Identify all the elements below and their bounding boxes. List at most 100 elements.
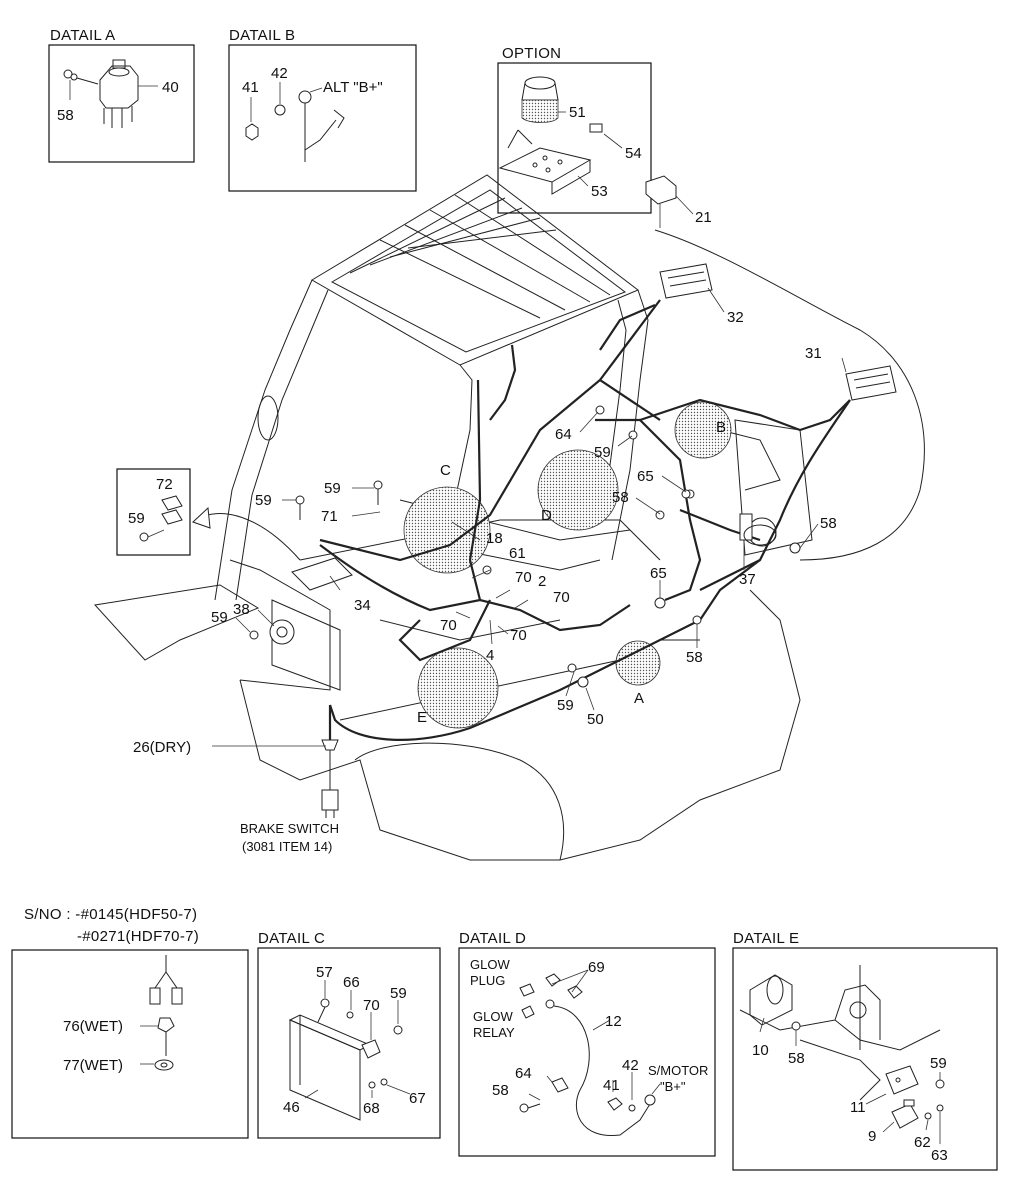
label-59-horn: 59: [211, 609, 228, 626]
label-68: 68: [363, 1100, 380, 1117]
detail-b-terminal-drawing: [245, 90, 345, 162]
label-65-upper: 65: [637, 468, 654, 485]
label-18: 18: [486, 530, 503, 547]
label-26-dry: 26(DRY): [133, 739, 191, 756]
callout-letter-a: A: [634, 690, 644, 707]
label-70: 70: [363, 997, 380, 1014]
label-9: 9: [868, 1128, 876, 1145]
label-glow-relay-line1: GLOW: [473, 1009, 513, 1024]
label-38: 38: [233, 601, 250, 618]
label-70-mid: 70: [510, 627, 527, 644]
detail-e-title: DATAIL E: [733, 930, 799, 947]
label-42: 42: [271, 65, 288, 82]
label-brake-switch-ref: (3081 ITEM 14): [242, 839, 332, 854]
callout-letter-c: C: [440, 462, 451, 479]
detail-e-panel: DATAIL E 10 58 59 11 9 62 63: [732, 930, 998, 1171]
label-53: 53: [591, 183, 608, 200]
detail-a-relay-drawing: [63, 59, 139, 128]
detail-c-title: DATAIL C: [258, 930, 325, 947]
label-glow-plug-line1: GLOW: [470, 957, 510, 972]
label-58-right: 58: [820, 515, 837, 532]
main-part-labels: 21 32 31 64 59 65 58 58 37 65 58 59 50 4…: [133, 209, 837, 854]
label-65-lower: 65: [650, 565, 667, 582]
main-leader-lines: [212, 195, 847, 747]
label-40: 40: [162, 79, 179, 96]
label-12: 12: [605, 1013, 622, 1030]
label-69: 69: [588, 959, 605, 976]
label-21: 21: [695, 209, 712, 226]
label-2: 2: [538, 573, 546, 590]
label-brake-switch: BRAKE SWITCH: [240, 821, 339, 836]
label-59-lower: 59: [557, 697, 574, 714]
label-54: 54: [625, 145, 642, 162]
label-41: 41: [242, 79, 259, 96]
label-41: 41: [603, 1077, 620, 1094]
label-51: 51: [569, 104, 586, 121]
label-46: 46: [283, 1099, 300, 1116]
detail-b-title: DATAIL B: [229, 27, 295, 44]
label-42: 42: [622, 1057, 639, 1074]
option-title: OPTION: [502, 45, 561, 62]
detail-d-panel: DATAIL D GLOW PLUG GLOW RELAY 69 12 58 6…: [458, 930, 716, 1157]
callout-letter-e: E: [417, 709, 427, 726]
label-alt-b-plus: ALT "B+": [323, 79, 383, 96]
option-panel: OPTION 51 54 53: [497, 45, 652, 214]
detail-d-title: DATAIL D: [459, 930, 526, 947]
label-58: 58: [57, 107, 74, 124]
label-59: 59: [390, 985, 407, 1002]
bracket-inset: 72 59: [116, 468, 301, 561]
callout-circle-b: [674, 401, 732, 459]
callout-letter-d: D: [541, 507, 552, 524]
inset-label-59: 59: [128, 510, 145, 527]
label-64: 64: [515, 1065, 532, 1082]
label-s-motor: S/MOTOR: [648, 1063, 708, 1078]
label-58: 58: [788, 1050, 805, 1067]
label-70-left: 70: [440, 617, 457, 634]
label-59-mid: 59: [594, 444, 611, 461]
label-64: 64: [555, 426, 572, 443]
serial-note-line1: S/NO : -#0145(HDF50-7): [24, 906, 197, 923]
label-66: 66: [343, 974, 360, 991]
label-59-top: 59: [324, 480, 341, 497]
label-31: 31: [805, 345, 822, 362]
option-beacon-drawing: [498, 76, 603, 195]
detail-callout-circles: [403, 401, 732, 729]
label-50: 50: [587, 711, 604, 728]
label-59-left: 59: [255, 492, 272, 509]
label-58-mid: 58: [612, 489, 629, 506]
label-59: 59: [930, 1055, 947, 1072]
label-32: 32: [727, 309, 744, 326]
serial-note-panel: S/NO : -#0145(HDF50-7) -#0271(HDF70-7) 7…: [11, 906, 249, 1139]
detail-a-title: DATAIL A: [50, 27, 115, 44]
label-11: 11: [850, 1099, 866, 1116]
label-62: 62: [914, 1134, 931, 1151]
label-70-top: 70: [515, 569, 532, 586]
serial-note-line2: -#0271(HDF70-7): [77, 928, 199, 945]
detail-c-panel: DATAIL C 57 66 70 59 46 68 67: [257, 930, 441, 1139]
label-s-motor-b-plus: "B+": [660, 1079, 686, 1094]
label-71: 71: [321, 508, 338, 525]
label-34: 34: [354, 597, 371, 614]
harness-components: [249, 175, 897, 818]
callout-letter-b: B: [716, 419, 726, 436]
label-37: 37: [739, 571, 756, 588]
detail-b-panel: DATAIL B 41 42 ALT "B+": [228, 27, 417, 192]
label-76-wet: 76(WET): [63, 1018, 123, 1035]
label-63: 63: [931, 1147, 948, 1164]
label-61: 61: [509, 545, 526, 562]
label-58: 58: [492, 1082, 509, 1099]
label-10: 10: [752, 1042, 769, 1059]
detail-a-panel: DATAIL A 40 58: [48, 27, 195, 163]
label-77-wet: 77(WET): [63, 1057, 123, 1074]
truck-body-drawing: [94, 174, 925, 861]
callout-circle-c: [403, 486, 491, 574]
callout-circle-d: [537, 449, 619, 531]
label-glow-plug-line2: PLUG: [470, 973, 505, 988]
callout-circle-e: [417, 647, 499, 729]
inset-label-72: 72: [156, 476, 173, 493]
label-70-right: 70: [553, 589, 570, 606]
label-57: 57: [316, 964, 333, 981]
label-glow-relay-line2: RELAY: [473, 1025, 515, 1040]
label-58-lower: 58: [686, 649, 703, 666]
